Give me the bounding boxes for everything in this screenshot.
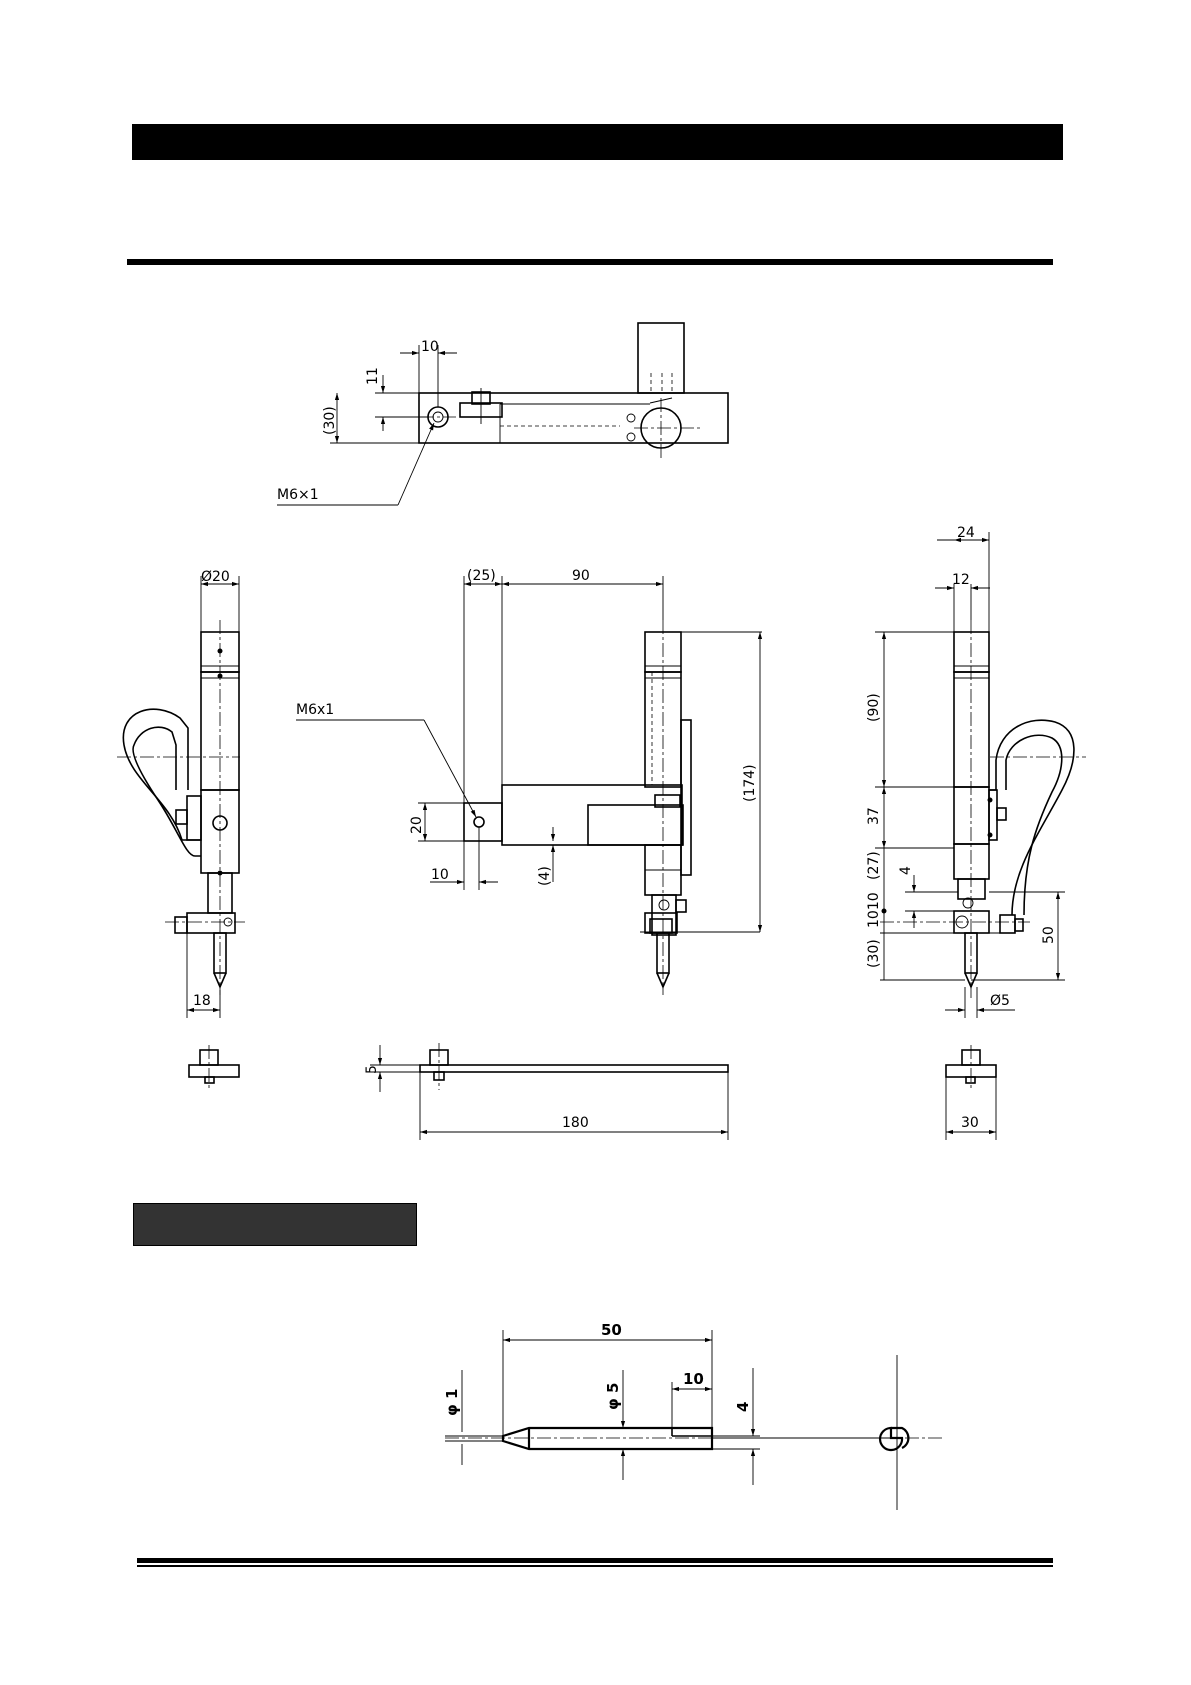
stylus-detail: 50 10 φ 1 φ 5 4 xyxy=(443,1321,945,1510)
right-view-block xyxy=(954,787,989,844)
dim-front-4: (4) xyxy=(537,866,553,886)
dim-front-90: 90 xyxy=(572,568,590,584)
dim-bottom-5: 5 xyxy=(364,1065,380,1074)
stylus-body xyxy=(503,1428,712,1449)
front-view-arm xyxy=(502,785,682,845)
dim-front-thread: M6x1 xyxy=(296,702,334,718)
dim-bottom-180: 180 xyxy=(562,1115,589,1131)
top-view: 10 11 (30) M6×1 xyxy=(277,323,728,505)
top-view-arm xyxy=(419,393,728,443)
dim-top-thread: M6×1 xyxy=(277,487,319,503)
dim-right-1010: 1010 xyxy=(866,892,882,928)
front-view: (25) 90 (174) M6x1 20 10 (4) xyxy=(296,568,762,995)
bottom-views: 5 180 30 xyxy=(189,1043,996,1140)
dim-right-30: (30) xyxy=(866,939,882,968)
dim-right-50: 50 xyxy=(1041,926,1057,944)
dim-right-27: (27) xyxy=(866,851,882,880)
dim-front-25: (25) xyxy=(467,568,496,584)
bottom-center-plate xyxy=(420,1065,728,1072)
right-view: 24 12 (90) 37 (27) 1010 (30) 4 50 xyxy=(866,525,1086,1018)
dim-right-dia5: Ø5 xyxy=(990,993,1010,1009)
right-view-body xyxy=(954,672,989,787)
top-view-column xyxy=(638,323,684,393)
dim-stylus-dia5: φ 5 xyxy=(604,1383,622,1410)
dim-front-174: (174) xyxy=(742,764,758,802)
dim-top-11: 11 xyxy=(365,367,381,385)
dim-right-90: (90) xyxy=(866,693,882,722)
dim-top-30: (30) xyxy=(322,406,338,435)
front-view-arm-tip xyxy=(464,803,502,841)
dim-stylus-dia1: φ 1 xyxy=(443,1389,461,1416)
dim-right-12: 12 xyxy=(952,572,970,588)
dim-top-10: 10 xyxy=(421,339,439,355)
left-view-wire xyxy=(123,709,201,840)
dim-left-18: 18 xyxy=(193,993,211,1009)
stylus-end-view xyxy=(880,1428,902,1450)
dim-right-37: 37 xyxy=(866,807,882,825)
dim-front-10: 10 xyxy=(431,867,449,883)
dim-front-20: 20 xyxy=(409,816,425,834)
bottom-left-plate xyxy=(189,1065,239,1077)
left-view: Ø20 18 xyxy=(117,569,245,1018)
dim-stylus-10: 10 xyxy=(683,1370,704,1388)
dim-right-24: 24 xyxy=(957,525,975,541)
dim-stylus-50: 50 xyxy=(601,1321,622,1339)
dim-left-dia20: Ø20 xyxy=(201,569,230,585)
dim-bottom-30: 30 xyxy=(961,1115,979,1131)
dim-stylus-4: 4 xyxy=(734,1402,752,1412)
dim-right-4: 4 xyxy=(898,866,914,875)
